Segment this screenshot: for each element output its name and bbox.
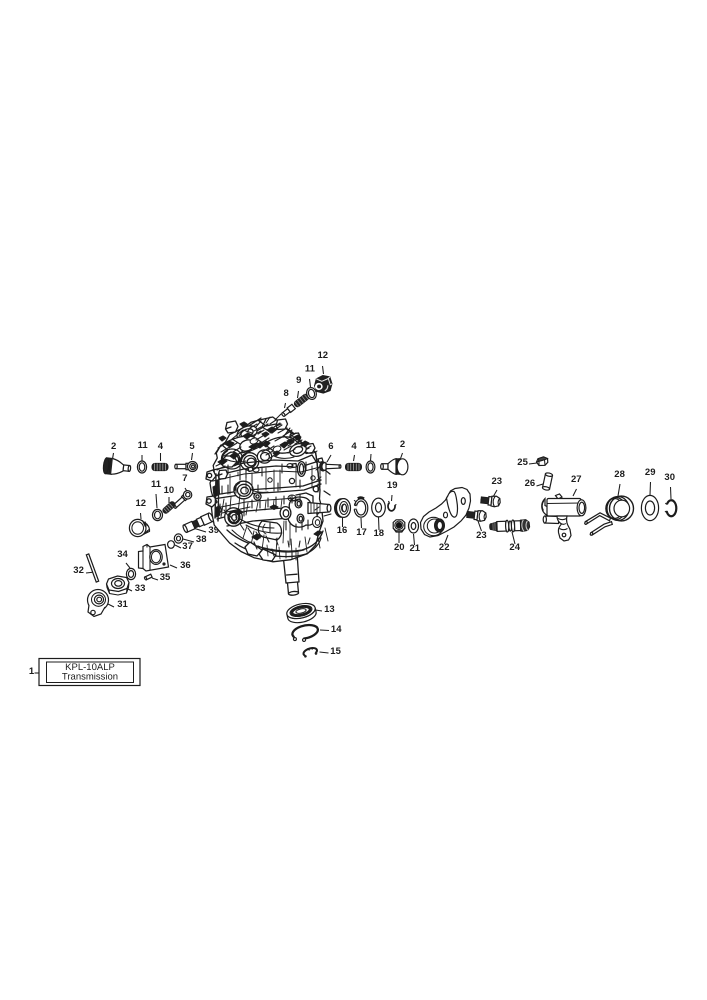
svg-text:27: 27 bbox=[571, 474, 582, 485]
svg-text:32: 32 bbox=[73, 565, 84, 576]
svg-text:22: 22 bbox=[439, 542, 450, 553]
svg-text:13: 13 bbox=[324, 604, 335, 615]
svg-text:20: 20 bbox=[394, 542, 405, 553]
svg-text:7: 7 bbox=[182, 473, 187, 484]
svg-text:4: 4 bbox=[158, 441, 164, 452]
svg-text:26: 26 bbox=[525, 478, 536, 489]
svg-text:19: 19 bbox=[387, 480, 398, 491]
svg-text:25: 25 bbox=[517, 457, 528, 468]
svg-text:31: 31 bbox=[117, 599, 128, 610]
svg-text:11: 11 bbox=[138, 440, 149, 451]
svg-text:21: 21 bbox=[410, 543, 421, 554]
svg-text:16: 16 bbox=[337, 525, 348, 536]
svg-text:23: 23 bbox=[476, 530, 487, 541]
svg-text:10: 10 bbox=[164, 485, 175, 496]
svg-text:6: 6 bbox=[328, 441, 333, 452]
svg-text:33: 33 bbox=[135, 583, 146, 594]
svg-text:15: 15 bbox=[330, 646, 341, 657]
svg-text:9: 9 bbox=[296, 375, 301, 386]
svg-text:11: 11 bbox=[305, 364, 316, 375]
svg-text:5: 5 bbox=[189, 441, 195, 452]
svg-text:39: 39 bbox=[208, 525, 219, 536]
svg-text:37: 37 bbox=[182, 541, 193, 552]
svg-text:Transmission: Transmission bbox=[62, 671, 118, 682]
svg-text:12: 12 bbox=[136, 498, 147, 509]
svg-text:2: 2 bbox=[400, 439, 405, 450]
svg-text:23: 23 bbox=[492, 476, 503, 487]
svg-text:8: 8 bbox=[283, 388, 288, 399]
svg-text:34: 34 bbox=[117, 549, 128, 560]
svg-text:38: 38 bbox=[196, 534, 207, 545]
svg-text:18: 18 bbox=[374, 528, 385, 539]
svg-text:KPL-10ALP: KPL-10ALP bbox=[65, 662, 115, 673]
svg-text:1: 1 bbox=[29, 666, 35, 677]
svg-text:29: 29 bbox=[645, 467, 656, 478]
svg-text:12: 12 bbox=[318, 350, 329, 361]
svg-text:30: 30 bbox=[664, 472, 675, 483]
svg-text:24: 24 bbox=[509, 542, 520, 553]
svg-text:36: 36 bbox=[180, 560, 191, 571]
svg-text:2: 2 bbox=[111, 441, 116, 452]
svg-text:35: 35 bbox=[160, 572, 171, 583]
svg-text:17: 17 bbox=[356, 527, 367, 538]
svg-text:28: 28 bbox=[614, 469, 625, 480]
svg-text:4: 4 bbox=[351, 441, 357, 452]
svg-text:11: 11 bbox=[151, 479, 162, 490]
svg-text:11: 11 bbox=[366, 440, 377, 451]
svg-text:14: 14 bbox=[331, 624, 342, 635]
